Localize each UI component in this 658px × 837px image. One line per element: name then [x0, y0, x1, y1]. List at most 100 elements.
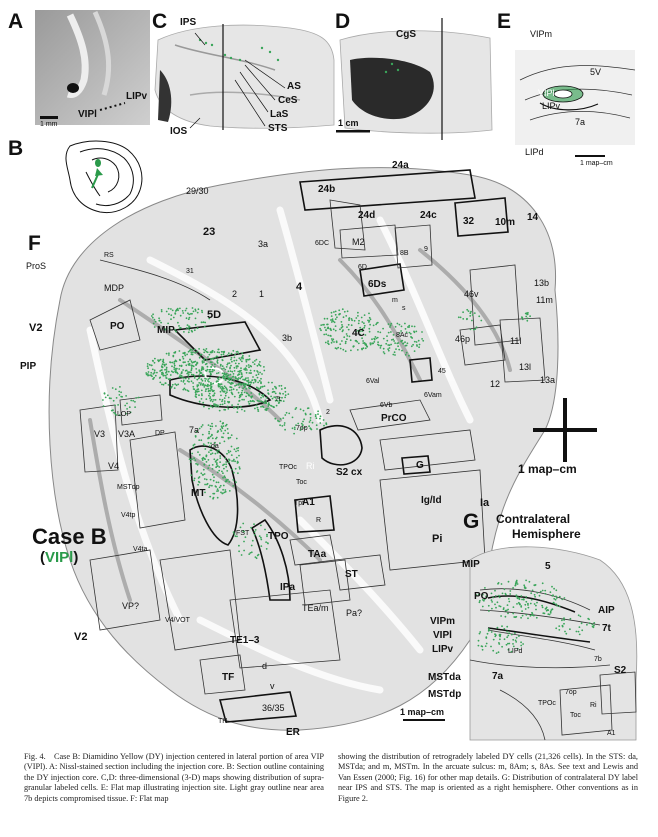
area-label-31: 31 — [186, 268, 194, 275]
scale-a: 1 mm — [40, 121, 58, 128]
label-vipm-e: VIPm — [530, 29, 553, 39]
area-label-7op: 7op — [296, 425, 308, 432]
area-label-1: 1 — [259, 289, 265, 299]
area-label-igid: Ig/Id — [421, 495, 442, 506]
area-label-v: v — [270, 681, 275, 691]
area-label-s: s — [402, 305, 406, 312]
g-label-ri: Ri — [590, 702, 597, 709]
label-ios-c: IOS — [170, 126, 188, 137]
figure-artwork — [35, 10, 638, 741]
panel-f-flat-map — [48, 167, 597, 731]
g-label-s2: S2 — [614, 665, 627, 676]
area-label-r: R — [316, 517, 322, 524]
area-label-10m: 10m — [495, 217, 516, 228]
area-label-pi: Pi — [432, 533, 443, 545]
area-label-2930: 29/30 — [186, 186, 209, 196]
area-label-v2a: V2 — [29, 322, 43, 334]
g-label-lipv: LIPv — [432, 644, 454, 655]
area-label-6d: 6D — [358, 264, 367, 271]
area-label-3a: 3a — [258, 239, 269, 249]
area-label-7t: 7t — [275, 396, 281, 403]
label-ces-c: CeS — [278, 95, 298, 106]
area-label-a1: A1 — [302, 497, 315, 508]
caption-right-column: showing the distribution of retrogradely… — [338, 752, 638, 803]
area-label-8ac: 8Ac — [396, 332, 409, 339]
g-label-7b: 7b — [594, 656, 602, 663]
area-label-mt: MT — [191, 488, 206, 499]
area-label-tf: TF — [222, 672, 235, 683]
area-label-v4vot: V4/VOT — [165, 617, 190, 624]
area-label-prco: PrCO — [381, 413, 407, 424]
area-label-v3: V3 — [94, 429, 106, 439]
g-label-7op: 7op — [565, 689, 577, 696]
area-label-ia: Ia — [480, 497, 490, 509]
area-label-tpt: Tpt — [294, 500, 305, 507]
area-label-toc: Toc — [296, 479, 307, 486]
g-label-mstdp: MSTdp — [428, 689, 462, 700]
area-label-pros: ProS — [26, 261, 47, 271]
label-cgs-d: CgS — [396, 29, 416, 40]
panel-letter-d: D — [335, 10, 351, 33]
area-label-d: d — [262, 661, 268, 671]
label-ips-c: IPS — [180, 17, 197, 28]
label-7a-e: 7a — [575, 117, 586, 127]
area-label-2b: 2 — [326, 409, 330, 416]
area-label-tpoc: TPOc — [279, 464, 297, 471]
area-label-2: 2 — [232, 289, 238, 299]
area-label-s2cx: S2 cx — [336, 467, 363, 478]
panel-letter-e: E — [497, 10, 512, 33]
scale-d: 1 cm — [338, 118, 359, 128]
labeled-cells — [102, 307, 531, 560]
g-label-aip: AIP — [598, 605, 615, 616]
g-label-vipm: VIPm — [430, 616, 456, 627]
label-vipl-a: VIPl — [78, 109, 97, 120]
area-label-8b: 8B — [400, 250, 409, 257]
case-paren-close: ) — [73, 549, 79, 566]
panel-letter-f: F — [28, 232, 41, 255]
map-scale-cross — [533, 398, 597, 462]
area-label-24b: 24b — [318, 184, 336, 195]
area-label-vp: VP? — [122, 601, 140, 611]
area-label-er: ER — [286, 727, 300, 738]
area-label-v4: V4 — [108, 461, 120, 471]
area-label-tealm: TEa/m — [302, 603, 329, 613]
case-paren-open: ( — [40, 549, 45, 566]
g-label-5: 5 — [545, 561, 551, 572]
area-label-pa: Pa? — [346, 608, 363, 618]
label-lipd-e: LIPd — [525, 147, 544, 157]
panel-letter-a: A — [8, 10, 24, 33]
scale-e: 1 map–cm — [580, 160, 613, 167]
area-label-4c: 4C — [352, 328, 365, 339]
area-label-5d: 5D — [207, 309, 222, 321]
case-title: Case B — [32, 524, 107, 549]
area-label-da: da — [211, 443, 219, 450]
g-label-toc: Toc — [570, 712, 581, 719]
area-label-14: 14 — [527, 212, 539, 223]
area-label-v4ta: V4ta — [133, 546, 148, 553]
area-label-24a: 24a — [392, 160, 409, 171]
label-lipv-e: LIPv — [542, 101, 561, 111]
area-label-fst: FST — [236, 530, 250, 537]
area-label-st: ST — [345, 569, 358, 580]
panel-c-3d-map — [154, 24, 335, 130]
g-label-a1: A1 — [607, 730, 616, 737]
area-label-24d: 24d — [358, 210, 376, 221]
area-label-g: G — [416, 460, 424, 471]
area-label-m: m — [392, 297, 398, 304]
panel-d-3d-map — [336, 18, 493, 140]
area-label-23: 23 — [203, 226, 216, 238]
panel-g-title-2: Hemisphere — [512, 527, 581, 541]
panel-letter-b: B — [8, 137, 24, 160]
area-label-4: 4 — [296, 281, 303, 293]
label-5v-e: 5V — [590, 67, 602, 77]
area-label-12: 12 — [490, 379, 501, 389]
g-label-tpoc: TPOc — [538, 700, 556, 707]
area-label-45: 45 — [438, 368, 446, 375]
g-label-7t: 7t — [602, 623, 611, 634]
panel-a-photo — [35, 10, 150, 125]
area-label-3635: 36/35 — [262, 703, 285, 713]
panel-g-contralateral-map — [469, 546, 638, 741]
area-label-9: 9 — [424, 246, 428, 253]
g-label-lipd: LIPd — [508, 648, 523, 655]
g-label-7a: 7a — [492, 671, 504, 682]
